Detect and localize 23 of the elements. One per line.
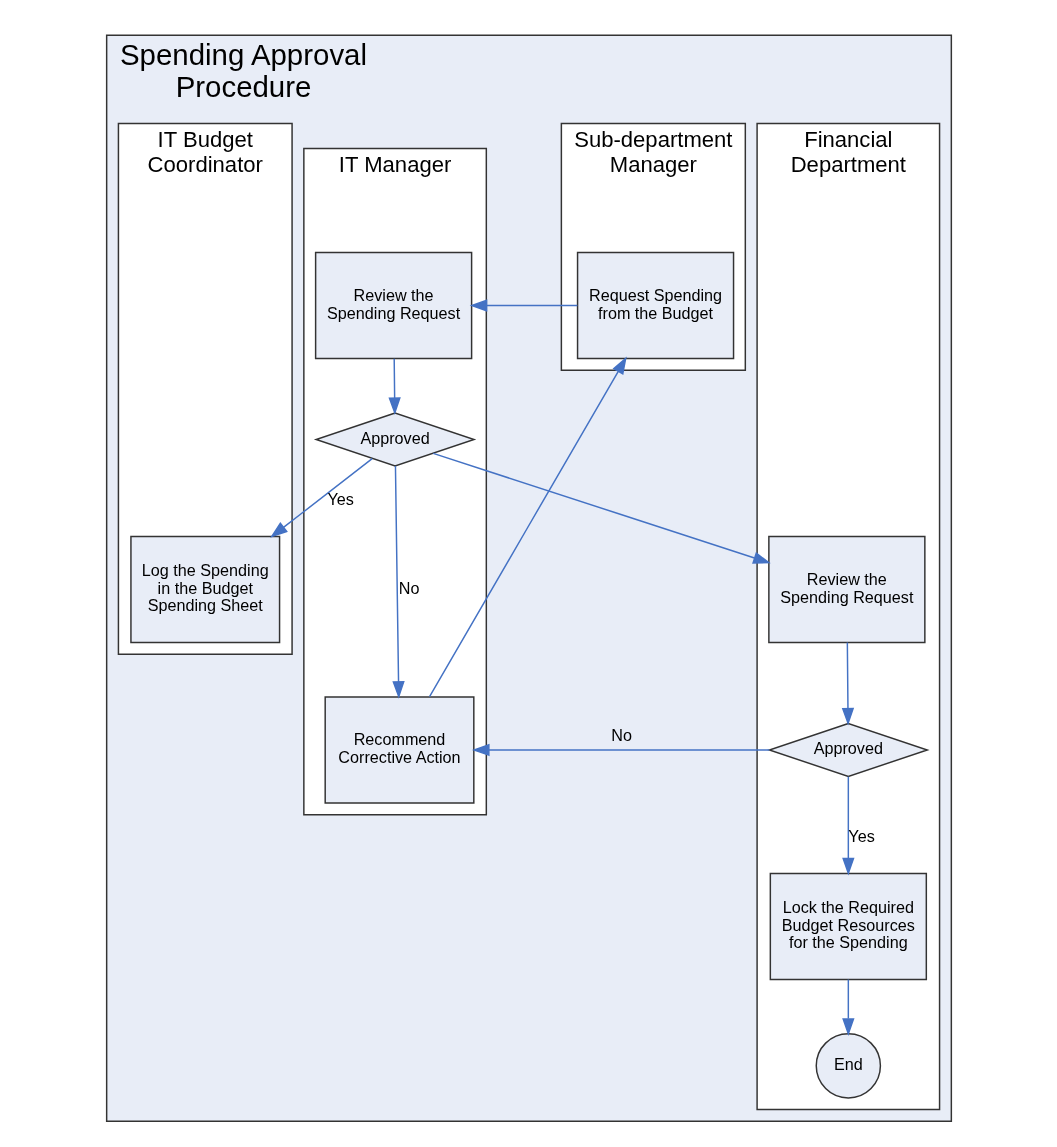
- arrow: [841, 978, 854, 1036]
- node-box: Recommend Corrective Action: [323, 696, 475, 804]
- arrow: [841, 641, 854, 726]
- arrow: [841, 775, 854, 876]
- arrow: [432, 452, 771, 564]
- edge-label: Yes: [326, 490, 354, 509]
- node-box: Lock the Required Budget Resources for the Spending: [769, 872, 927, 981]
- node-box: Request Spending from the Budget: [576, 251, 734, 360]
- arrow: [471, 743, 770, 757]
- node-circle: End: [815, 1033, 881, 1099]
- node-box: Review the Spending Request: [767, 535, 926, 644]
- arrow: [391, 465, 405, 699]
- edge-label: No: [398, 578, 419, 597]
- arrow: [269, 457, 373, 538]
- edge-label: Yes: [847, 827, 875, 846]
- arrow: [469, 299, 578, 312]
- edge-label: No: [610, 725, 632, 744]
- node-diamond: Approved: [766, 722, 930, 778]
- node-diamond: Approved: [313, 412, 476, 467]
- arrow: [428, 356, 627, 698]
- node-box: Log the Spending in the Budget Spending Sheet: [129, 535, 280, 644]
- arrow: [387, 358, 401, 416]
- node-box: Review the Spending Request: [314, 251, 472, 360]
